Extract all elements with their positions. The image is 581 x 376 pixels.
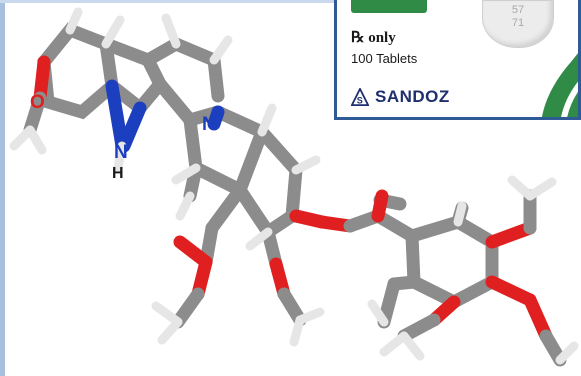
indole-nitrogen-label: N [114,142,128,163]
heteroatom-bonds [23,55,567,367]
rx-only-label: ℞ only [351,30,396,46]
sandoz-bottle-label-inset: 57 71 ℞ only 100 Tablets S SANDOZ [334,0,581,120]
carbon-bonds [37,22,499,310]
svg-text:S: S [357,95,363,105]
tablet-count-label: 100 Tablets [351,51,418,66]
top-border [0,0,581,3]
tablet-imprint-bottom: 71 [511,17,525,29]
sandoz-brand: S SANDOZ [351,87,450,107]
indole-hydrogen-label: H [112,165,124,182]
green-label-strip [351,0,427,13]
tablet-image: 57 71 [482,0,554,48]
atom-labels: O N H N [30,92,216,182]
green-swoosh-logo-icon [541,53,578,117]
hydrogen-bonds [9,7,579,365]
oxygen-atom-label: O [30,92,45,113]
brand-name: SANDOZ [375,87,450,106]
left-border [0,0,5,376]
sandoz-triangle-logo-icon: S [351,88,369,106]
ring-nitrogen-label: N [202,114,216,135]
tablet-imprint-top: 57 [511,4,525,16]
